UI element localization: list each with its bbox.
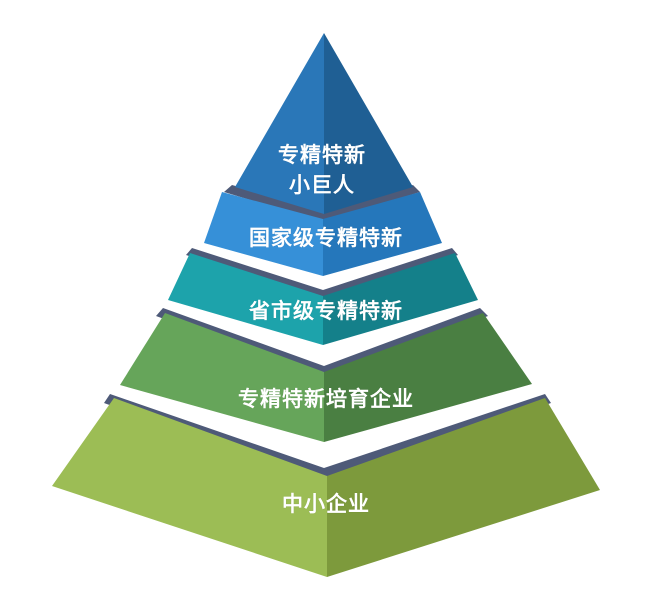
tier-1-shape [235,33,413,214]
tier-1-label-line1: 专精特新 [278,143,366,167]
tier-4-shape [120,308,532,442]
tier-2-shape [204,185,442,276]
tier-3-label: 省市级专精特新 [249,299,403,323]
tier-5-label: 中小企业 [282,492,370,516]
tier-4-label: 专精特新培育企业 [238,387,414,411]
tier-3-shape [168,248,478,345]
tier-1-label-line2: 小巨人 [289,173,355,197]
tier-2-label: 国家级专精特新 [249,226,403,250]
tier-5-shape [52,394,600,577]
tier-1-label: 专精特新 小巨人 [278,140,366,200]
